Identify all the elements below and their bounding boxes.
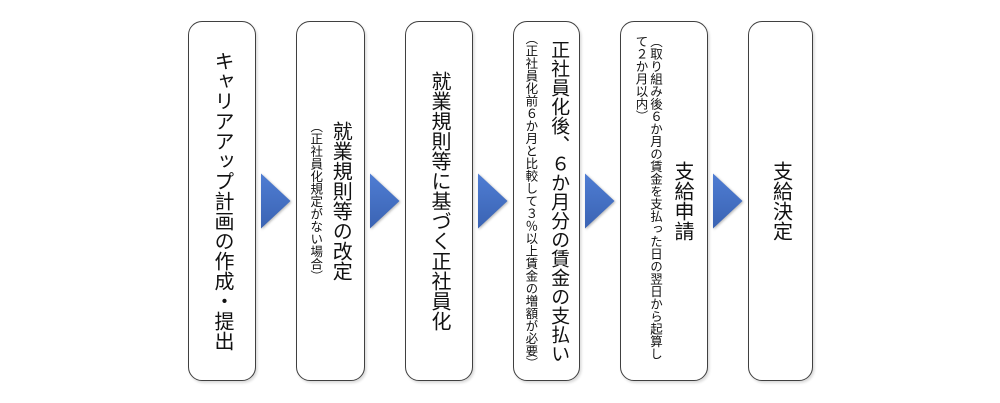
step-2-main-label: 就業規則等の改定 [329,121,352,281]
flow-step-6: 支給決定 [748,21,813,381]
arrow-right-icon [478,173,508,229]
step-2-note-label: （正社員化規定がない場合） [308,119,323,283]
arrow-right-icon [261,173,291,229]
flow-row: キャリアアップ計画の作成・提出 就業規則等の改定 （正社員化規定がない場合） 就… [188,21,813,381]
arrow-right-icon [370,173,400,229]
step-1-main-label: キャリアアップ計画の作成・提出 [211,51,233,351]
flow-step-5: 支給申請 （取り組み後６か月の賃金を支払った日の翌日から起算し て２か月以内） [620,21,708,381]
step-6-main-label: 支給決定 [769,161,792,241]
step-3-main-label: 就業規則等に基づく正社員化 [428,71,450,331]
step-5-note-label: （取り組み後６か月の賃金を支払った日の翌日から起算し て２か月以内） [633,35,663,360]
step-5-main-label: 支給申請 [671,161,693,241]
flow-step-2: 就業規則等の改定 （正社員化規定がない場合） [296,21,365,381]
step-5-note-line-1: （取り組み後６か月の賃金を支払った日の翌日から起算し [648,35,662,360]
arrow-right-icon [585,173,615,229]
step-5-note-line-2: て２か月以内） [633,35,648,123]
step-4-note-label: （正社員化前６か月と比較して３％以上賃金の増額が必要） [523,32,538,370]
flow-step-4: 正社員化後、６か月分の賃金の支払い （正社員化前６か月と比較して３％以上賃金の増… [513,21,580,381]
flow-step-3: 就業規則等に基づく正社員化 [405,21,473,381]
arrow-right-icon [713,173,743,229]
flow-step-1: キャリアアップ計画の作成・提出 [188,21,256,381]
step-4-main-label: 正社員化後、６か月分の賃金の支払い [548,39,570,363]
